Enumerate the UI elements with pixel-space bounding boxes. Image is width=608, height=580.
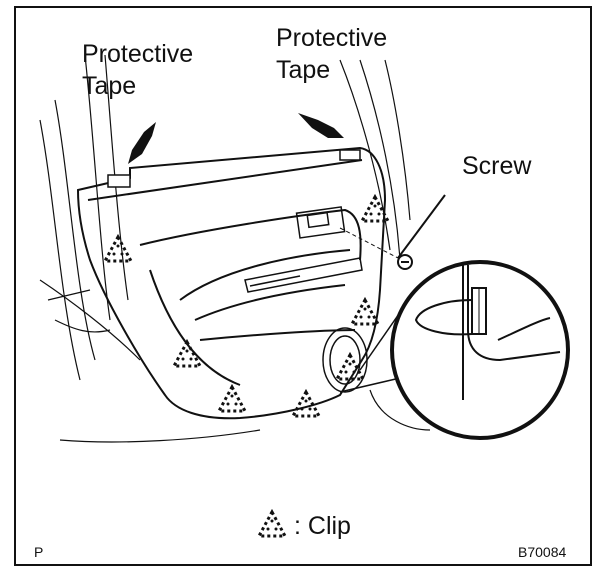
clip-marker-5 xyxy=(217,385,247,413)
switch-panel xyxy=(244,206,363,293)
legend-text: : Clip xyxy=(294,512,351,540)
label-line: Tape xyxy=(82,72,137,100)
clip-marker-4 xyxy=(350,298,380,326)
label-line: Protective xyxy=(82,40,194,68)
clip-marker-1 xyxy=(103,235,133,263)
diagram-frame xyxy=(14,6,592,566)
protective-tape-patches xyxy=(107,149,361,188)
figure-code: B70084 xyxy=(518,544,567,560)
clip-markers xyxy=(103,195,390,418)
screw-icon xyxy=(339,194,446,270)
screw-label: Screw xyxy=(462,152,532,180)
door-trim-panel xyxy=(76,146,387,420)
speaker-pocket xyxy=(322,327,368,393)
page-marker: P xyxy=(34,544,44,560)
legend-clip-icon xyxy=(257,510,287,538)
car-body-lines xyxy=(39,54,431,443)
protective-tape-left-label: Protective Tape xyxy=(82,38,193,102)
label-line: Protective xyxy=(276,24,388,52)
label-line: Tape xyxy=(276,56,331,84)
protective-tape-right-label: Protective Tape xyxy=(276,22,387,86)
magnifier-circle-icon xyxy=(339,260,570,440)
solid-arrow-icon xyxy=(128,113,344,164)
